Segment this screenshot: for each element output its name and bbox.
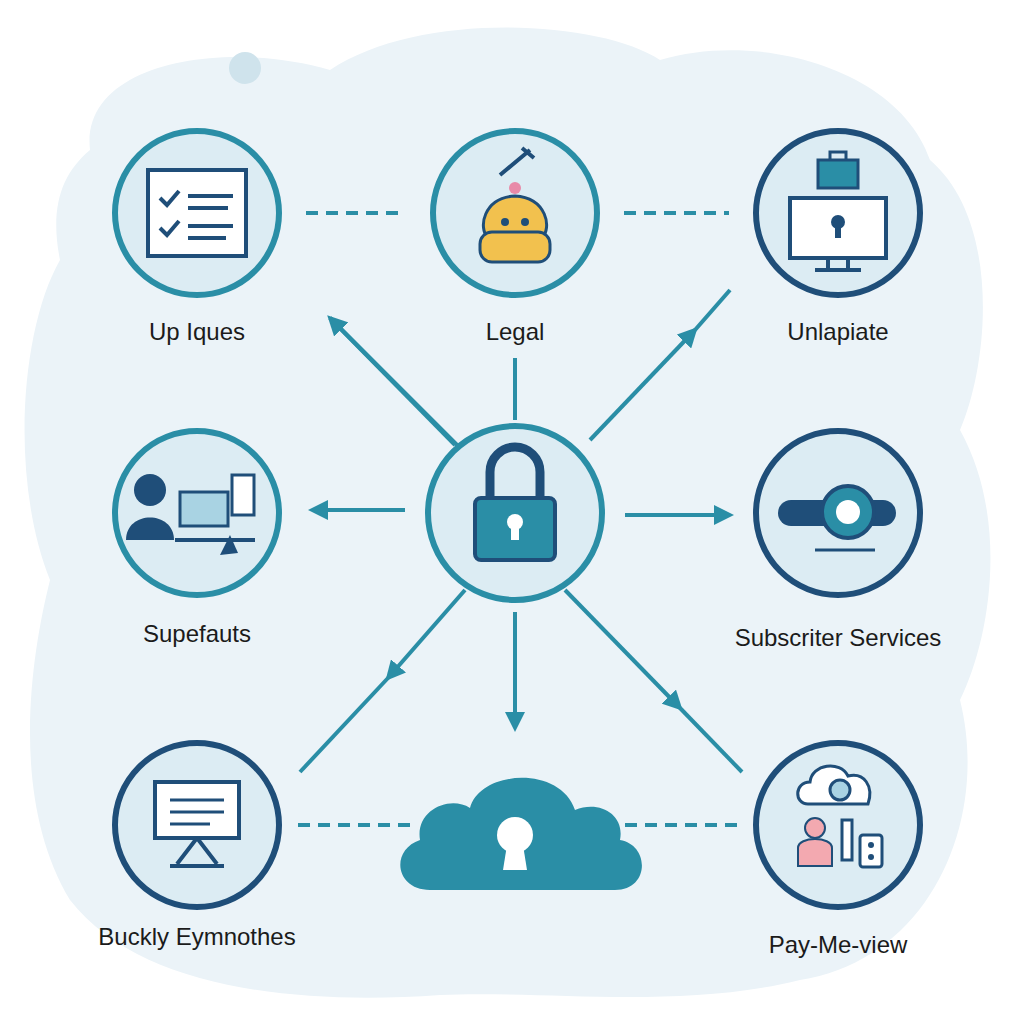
decor-dot <box>229 52 261 84</box>
icon-circle-node: Supefauts <box>112 428 282 598</box>
node-label: Supefauts <box>143 620 251 649</box>
center-arrows <box>300 290 742 772</box>
center-lock <box>428 426 602 600</box>
monitor-doc-icon <box>155 782 239 866</box>
icon-circle-node: Legal <box>430 128 600 298</box>
icon-circle-node: Subscriter Services <box>753 428 923 598</box>
icon-circle-node: Up Iques <box>112 128 282 298</box>
person-computer-icon <box>126 474 255 555</box>
checklist-icon <box>148 170 246 256</box>
toggle-icon <box>778 486 896 550</box>
cloud-lock <box>400 778 642 890</box>
creature-icon <box>480 148 550 262</box>
dashed-connector <box>624 211 729 215</box>
dashed-connector <box>306 211 406 215</box>
monitor-lock-icon <box>790 152 886 270</box>
node-label: Unlapiate <box>787 318 888 347</box>
node-label: Subscriter Services <box>735 624 942 653</box>
node-label: Pay-Me-view <box>769 931 908 960</box>
cloud-blob <box>25 28 991 998</box>
node-label: Buckly Eymnothes <box>98 923 295 952</box>
node-label: Up Iques <box>149 318 245 347</box>
cloud-people-icon <box>798 766 882 867</box>
node-label: Legal <box>486 318 545 347</box>
circle-fills <box>115 131 920 907</box>
icon-circle-node: Unlapiate <box>753 128 923 298</box>
icon-circle-node: Buckly Eymnothes <box>112 740 282 910</box>
bottom-dashes <box>298 823 740 827</box>
icon-circle-node: Pay-Me-view <box>753 740 923 910</box>
